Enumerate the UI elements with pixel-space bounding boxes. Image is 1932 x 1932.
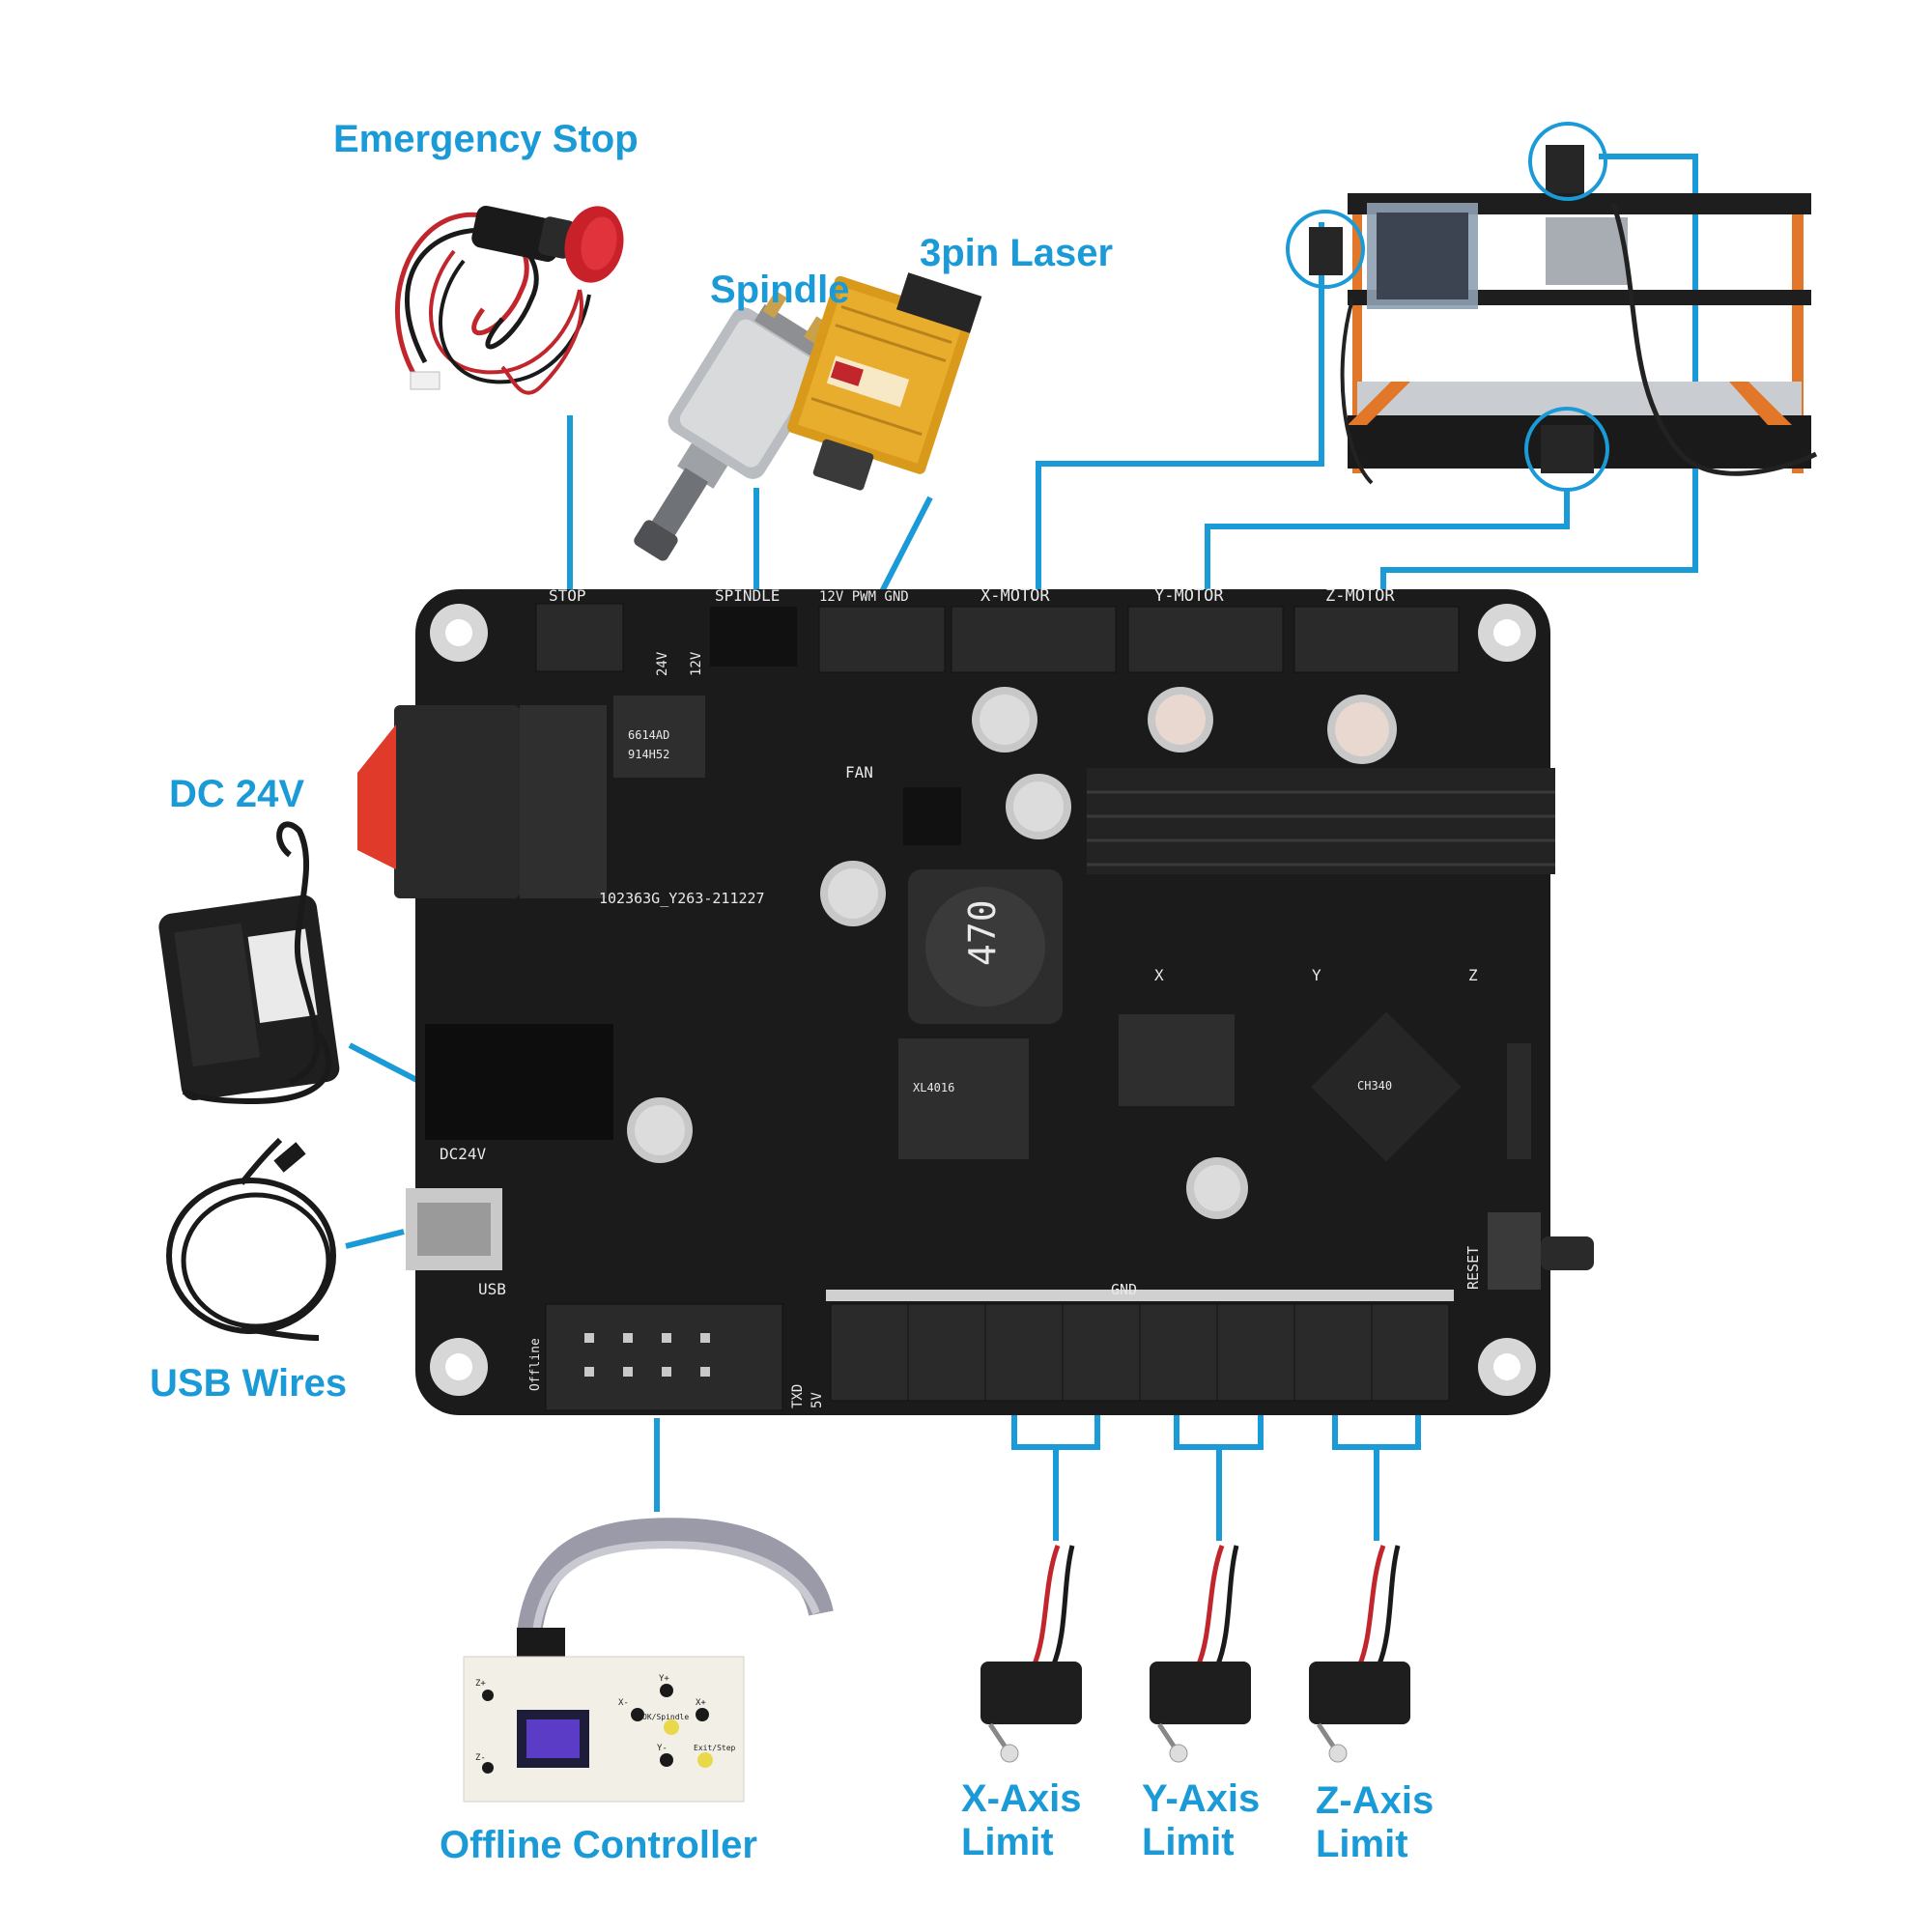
y-axis-limit-line-2: Limit bbox=[1142, 1820, 1235, 1863]
connector-lines bbox=[345, 154, 1698, 1541]
header-z-motor-label: Z-MOTOR bbox=[1325, 586, 1395, 606]
ctrl-x-minus: X- bbox=[618, 1698, 629, 1708]
z-axis-limit-line-2: Limit bbox=[1316, 1822, 1408, 1865]
y-axis-limit-label: Y-Axis Limit bbox=[1142, 1777, 1260, 1864]
laser-wire-line bbox=[871, 496, 933, 609]
dc-adapter-image bbox=[158, 821, 340, 1105]
ctrl-y-minus: Y- bbox=[657, 1744, 668, 1753]
usb-wire-line bbox=[345, 1229, 405, 1249]
x-axis-limit-line-2: Limit bbox=[961, 1820, 1054, 1863]
x-axis-limit-label: X-Axis Limit bbox=[961, 1777, 1082, 1864]
axis-x-label: X bbox=[1154, 966, 1164, 984]
emergency-stop-image bbox=[394, 205, 624, 395]
laser-label: 3pin Laser bbox=[920, 232, 1114, 274]
header-laser-label: 12V PWM GND bbox=[819, 589, 909, 605]
dc24v-label: DC 24V bbox=[169, 773, 305, 815]
usb-board-label: USB bbox=[478, 1280, 506, 1298]
ctrl-x-plus: X+ bbox=[696, 1698, 706, 1708]
axis-y-label: Y bbox=[1312, 966, 1321, 984]
z-limit-switch-image bbox=[1309, 1545, 1410, 1763]
x-axis-limit-line-1: X-Axis bbox=[961, 1777, 1082, 1820]
dc24v-board-label: DC24V bbox=[440, 1145, 487, 1163]
y-limit-switch-image bbox=[1150, 1545, 1251, 1763]
z-axis-limit-label: Z-Axis Limit bbox=[1316, 1779, 1434, 1866]
header-spindle-label: SPINDLE bbox=[715, 586, 780, 605]
laser-module-image bbox=[787, 272, 982, 491]
y-motor-highlight bbox=[1524, 407, 1609, 492]
chip-3-label: CH340 bbox=[1357, 1079, 1392, 1093]
chip-1-label: 6614AD bbox=[628, 728, 669, 742]
usb-cable-image bbox=[166, 1137, 336, 1341]
fan-label: FAN bbox=[845, 763, 873, 781]
txd-label: TXD bbox=[790, 1384, 806, 1408]
emergency-stop-label: Emergency Stop bbox=[333, 118, 639, 160]
v24-label: 24V bbox=[655, 651, 670, 676]
v12-label: 12V bbox=[689, 651, 704, 676]
chip-2-label: XL4016 bbox=[913, 1081, 954, 1094]
board-id-label: 102363G_Y263-211227 bbox=[599, 890, 765, 907]
ctrl-y-plus: Y+ bbox=[659, 1674, 669, 1684]
cnc-machine-image bbox=[1286, 122, 1818, 492]
usb-wires-label: USB Wires bbox=[150, 1362, 348, 1405]
ctrl-z-minus: Z- bbox=[475, 1753, 486, 1763]
z-motor-wire-line bbox=[1380, 154, 1698, 601]
axis-z-label: Z bbox=[1468, 966, 1478, 984]
x-motor-wire-line bbox=[1036, 222, 1324, 601]
v5-label: 5V bbox=[810, 1392, 825, 1408]
ctrl-z-plus: Z+ bbox=[475, 1679, 486, 1689]
z-axis-limit-line-1: Z-Axis bbox=[1316, 1779, 1435, 1822]
x-limit-switch-image bbox=[980, 1545, 1082, 1763]
y-axis-limit-line-1: Y-Axis bbox=[1142, 1777, 1261, 1820]
spindle-image bbox=[634, 290, 829, 561]
gnd-label: GND bbox=[1111, 1281, 1137, 1298]
offline-controller-label: Offline Controller bbox=[440, 1824, 757, 1866]
x-motor-highlight bbox=[1286, 210, 1365, 289]
limit-switches bbox=[980, 1545, 1410, 1763]
header-stop-label: STOP bbox=[549, 586, 586, 605]
inductor-label: 470 bbox=[961, 899, 1004, 966]
ctrl-exit-step: Exit/Step bbox=[694, 1744, 736, 1752]
chip-1b-label: 914H52 bbox=[628, 748, 669, 761]
header-y-motor-label: Y-MOTOR bbox=[1154, 586, 1224, 606]
reset-label: RESET bbox=[1464, 1246, 1482, 1290]
y-motor-wire-line bbox=[1205, 488, 1570, 601]
z-motor-highlight bbox=[1528, 122, 1607, 201]
offline-board-label: Offline bbox=[528, 1338, 543, 1391]
offline-controller-image: Z+ Z- Y+ Y- X+ X- OK/Spindle Exit/Step bbox=[463, 1518, 834, 1803]
ctrl-ok-spindle: OK/Spindle bbox=[642, 1713, 689, 1721]
controller-board: STOP SPINDLE 12V PWM GND X-MOTOR Y-MOTOR… bbox=[357, 586, 1594, 1415]
spindle-label: Spindle bbox=[710, 269, 850, 311]
header-x-motor-label: X-MOTOR bbox=[980, 586, 1050, 606]
